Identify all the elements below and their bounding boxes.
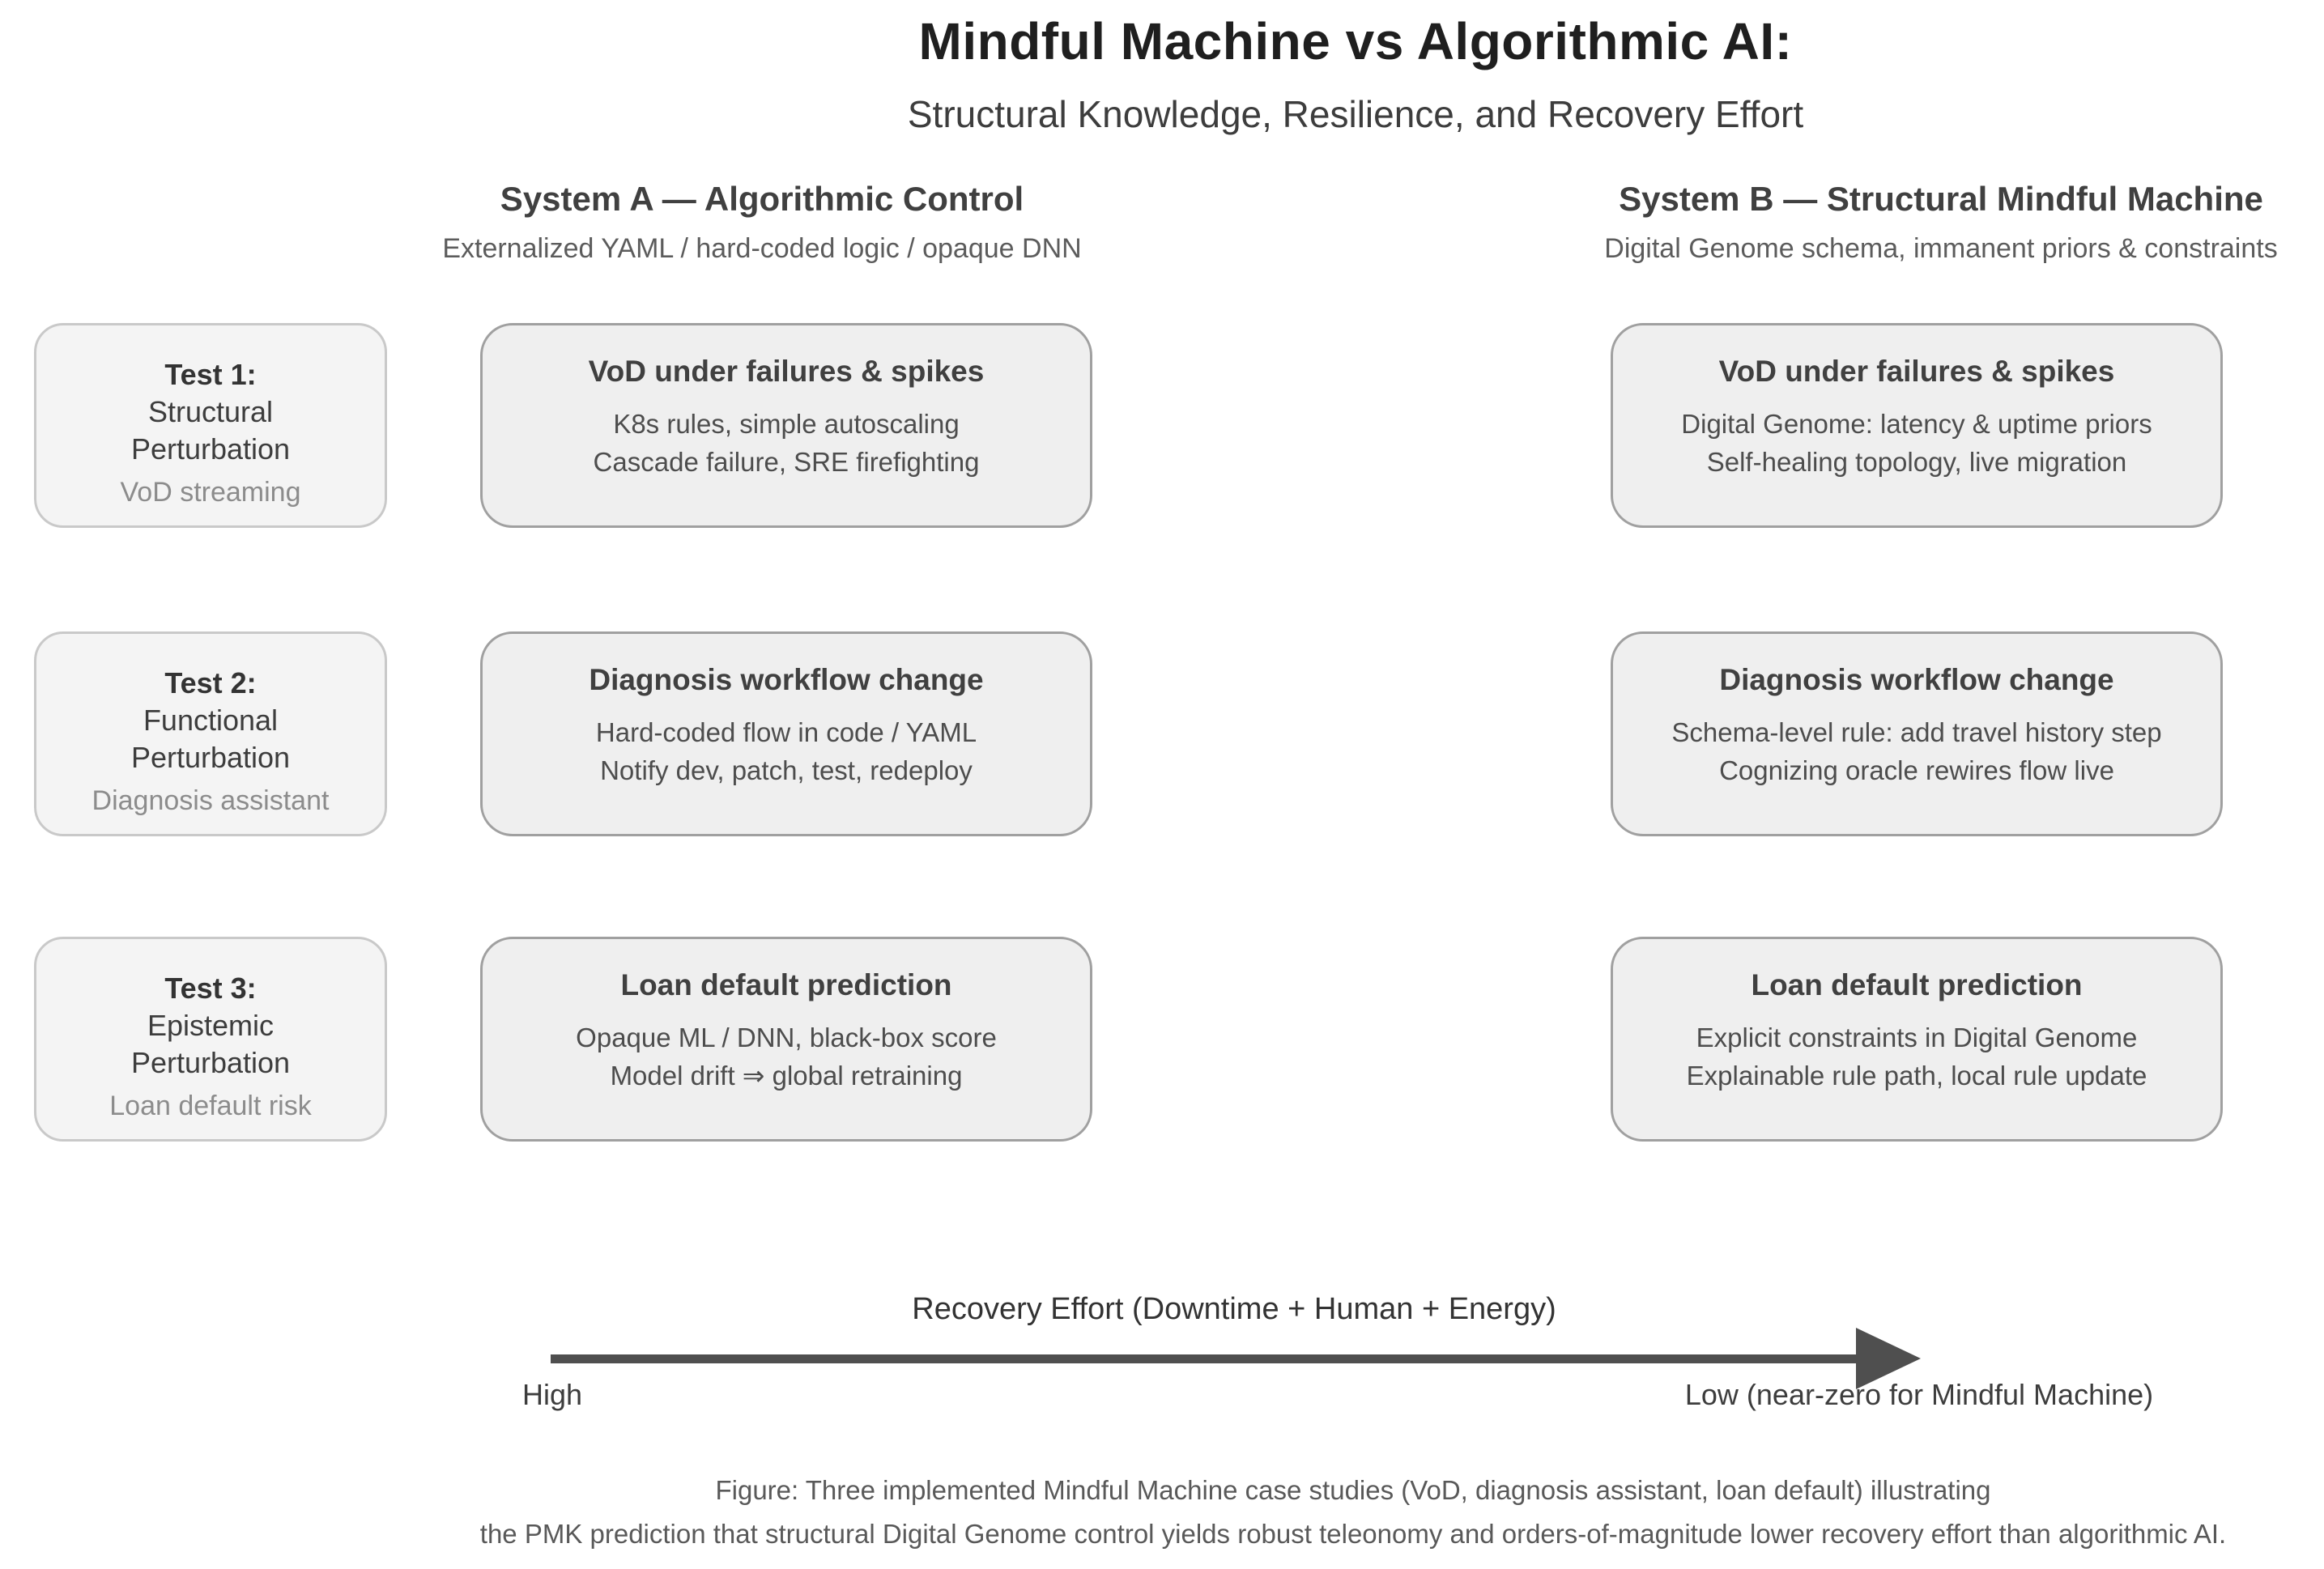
system-a-box-2-title: Diagnosis workflow change — [589, 663, 984, 696]
system-b-box-3-line1: Explicit constraints in Digital Genome — [1696, 1023, 2138, 1052]
test-3-domain: Loan default risk — [109, 1091, 312, 1121]
system-a-box-3-title: Loan default prediction — [620, 968, 952, 1001]
system-a-box-1-line2: Cascade failure, SRE firefighting — [593, 447, 980, 477]
system-b-box-1: VoD under failures & spikes Digital Geno… — [1611, 323, 2223, 528]
system-a-box-1: VoD under failures & spikes K8s rules, s… — [480, 323, 1092, 528]
test-2-type-line1: Functional — [143, 704, 279, 737]
test-2-domain: Diagnosis assistant — [92, 785, 330, 816]
test-1-type-line1: Structural — [147, 395, 274, 428]
system-a-box-3-line2: Model drift ⇒ global retraining — [610, 1061, 963, 1091]
figure-caption-line2: the PMK prediction that structural Digit… — [479, 1519, 2227, 1549]
system-b-box-3: Loan default prediction Explicit constra… — [1611, 937, 2223, 1142]
test-2-label: Test 2: — [164, 666, 257, 699]
column-a-subtitle: Externalized YAML / hard-coded logic / o… — [442, 233, 1082, 264]
test-3-box: Test 3: Epistemic Perturbation Loan defa… — [34, 937, 387, 1142]
test-1-box: Test 1: Structural Perturbation VoD stre… — [34, 323, 387, 528]
system-a-box-2-line2: Notify dev, patch, test, redeploy — [600, 755, 973, 785]
system-b-box-3-title: Loan default prediction — [1751, 968, 2083, 1001]
test-3-type-line1: Epistemic — [147, 1009, 275, 1042]
test-3-label: Test 3: — [164, 972, 257, 1005]
test-1-type-line2: Perturbation — [130, 432, 291, 466]
column-b-subtitle: Digital Genome schema, immanent priors &… — [1604, 233, 2278, 264]
test-1-label: Test 1: — [164, 358, 257, 391]
column-b-title: System B — Structural Mindful Machine — [1619, 180, 2263, 218]
recovery-arrow-head-icon — [1856, 1328, 1921, 1389]
system-b-box-2-line2: Cognizing oracle rewires flow live — [1719, 755, 2114, 785]
system-a-box-3-line1: Opaque ML / DNN, black-box score — [576, 1023, 997, 1052]
system-a-box-3: Loan default prediction Opaque ML / DNN,… — [480, 937, 1092, 1142]
column-b-header: System B — Structural Mindful Machine Di… — [1604, 180, 2277, 265]
column-a-header: System A — Algorithmic Control Externali… — [442, 180, 1081, 265]
page-subtitle: Structural Knowledge, Resilience, and Re… — [907, 93, 1804, 135]
page-title: Mindful Machine vs Algorithmic AI: — [918, 12, 1793, 70]
test-3-type-line2: Perturbation — [130, 1046, 291, 1079]
system-a-box-1-line1: K8s rules, simple autoscaling — [613, 409, 960, 439]
system-b-box-2-line1: Schema-level rule: add travel history st… — [1671, 717, 2162, 747]
recovery-axis-label: Recovery Effort (Downtime + Human + Ener… — [912, 1292, 1556, 1326]
system-b-box-1-line1: Digital Genome: latency & uptime priors — [1681, 409, 2152, 439]
title-block: Mindful Machine vs Algorithmic AI: Struc… — [908, 11, 1803, 136]
system-a-box-2: Diagnosis workflow change Hard-coded flo… — [480, 631, 1092, 836]
figure-caption-line1: Figure: Three implemented Mindful Machin… — [715, 1475, 1991, 1505]
system-b-box-3-line2: Explainable rule path, local rule update — [1686, 1061, 2147, 1091]
recovery-axis-high-label: High — [522, 1378, 583, 1411]
test-2-type-line2: Perturbation — [130, 741, 291, 774]
recovery-arrow-line — [551, 1354, 1856, 1363]
system-b-box-1-line2: Self-healing topology, live migration — [1706, 447, 2127, 477]
system-a-box-2-line1: Hard-coded flow in code / YAML — [595, 717, 977, 747]
test-1-domain: VoD streaming — [120, 477, 301, 508]
system-a-box-1-title: VoD under failures & spikes — [588, 355, 985, 388]
recovery-axis-low-label: Low (near-zero for Mindful Machine) — [1684, 1378, 2154, 1411]
system-b-box-1-title: VoD under failures & spikes — [1718, 355, 2115, 388]
test-2-box: Test 2: Functional Perturbation Diagnosi… — [34, 631, 387, 836]
column-a-title: System A — Algorithmic Control — [500, 180, 1024, 218]
system-b-box-2-title: Diagnosis workflow change — [1719, 663, 2114, 696]
system-b-box-2: Diagnosis workflow change Schema-level r… — [1611, 631, 2223, 836]
